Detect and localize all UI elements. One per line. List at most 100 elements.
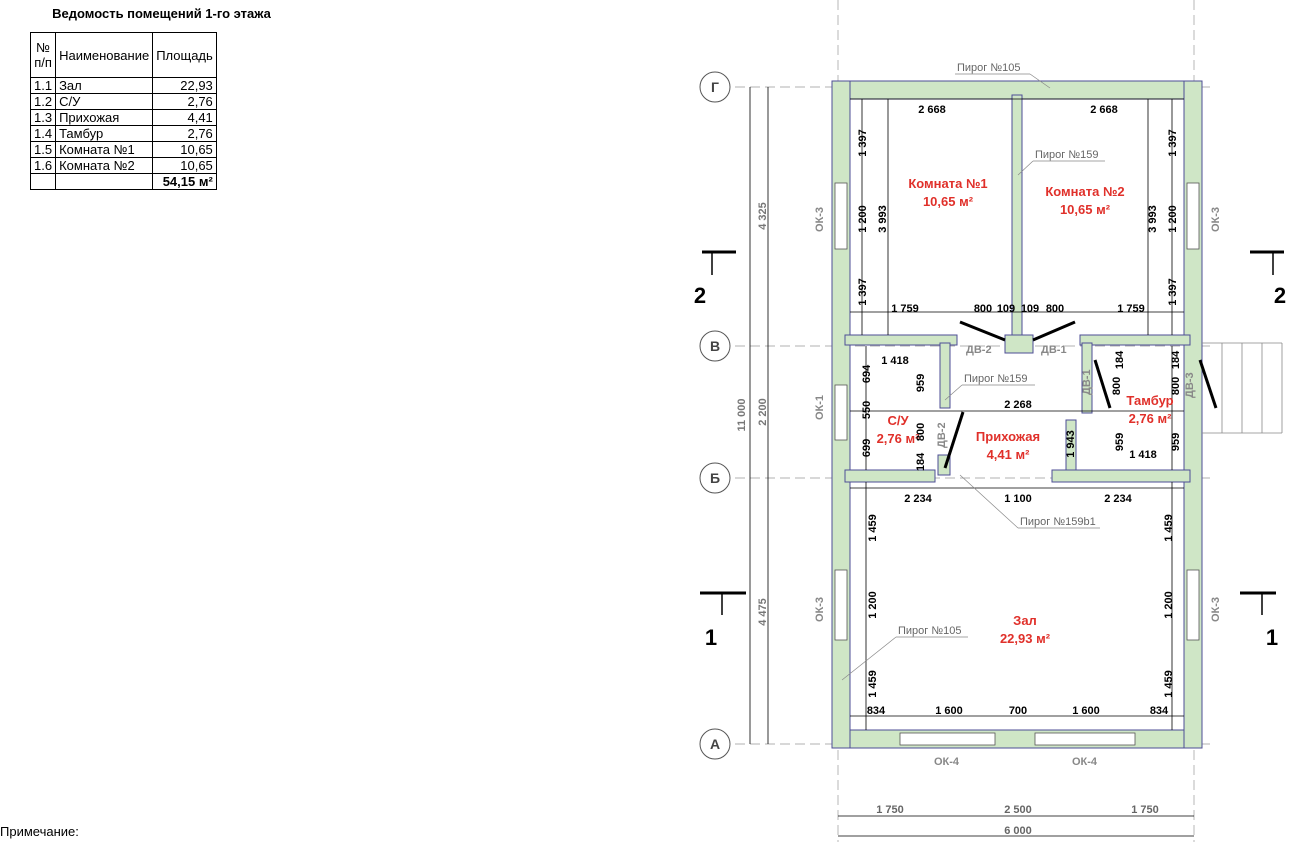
header-area: Площадь bbox=[152, 32, 217, 78]
dimension-label: 1 397 bbox=[857, 129, 869, 157]
dimension-label: 1 459 bbox=[867, 670, 879, 698]
room-name: Комната №1 bbox=[908, 176, 987, 191]
dimension-label: 1 397 bbox=[1167, 129, 1179, 157]
section-label: 1 bbox=[1266, 625, 1278, 650]
dimension-label: 800 bbox=[1111, 377, 1123, 395]
dimension-label: 1 750 bbox=[876, 804, 904, 816]
dimension-label: 959 bbox=[1114, 433, 1126, 451]
room-name: С/У bbox=[887, 413, 909, 428]
room-area: 10,65 м² bbox=[1060, 202, 1111, 217]
section-markers bbox=[700, 250, 1284, 595]
dimension-label: 1 200 bbox=[857, 205, 869, 233]
room-area: 2,76 м² bbox=[1129, 411, 1173, 426]
dimension-label: 3 993 bbox=[877, 205, 889, 233]
row-area: 2,76 bbox=[152, 125, 217, 142]
row-num: 1.1 bbox=[29, 77, 57, 94]
dimension-label: 1 397 bbox=[857, 278, 869, 306]
dimension-label: 1 418 bbox=[1129, 449, 1157, 461]
dimension-label: 959 bbox=[915, 374, 927, 392]
window-tag: ОК-3 bbox=[1210, 207, 1222, 232]
axis-bubbles bbox=[699, 71, 731, 760]
door-tag: ДВ-2 bbox=[966, 344, 992, 356]
dimension-label: 4 475 bbox=[757, 598, 769, 626]
dimension-label: 109 bbox=[1021, 303, 1039, 315]
dimension-label: 800 bbox=[1170, 377, 1182, 395]
dimension-label: 834 bbox=[867, 705, 886, 717]
dimension-label: 1 459 bbox=[1163, 514, 1175, 542]
window-tag: ОК-1 bbox=[814, 395, 826, 420]
dimension-label: 1 100 bbox=[1004, 493, 1032, 505]
dimension-label: 2 234 bbox=[904, 493, 932, 505]
dimension-label: 1 600 bbox=[1072, 705, 1100, 717]
schedule-header-row: № п/п Наименование Площадь bbox=[29, 32, 217, 78]
dimension-label: 1 200 bbox=[1163, 591, 1175, 619]
note-label: Примечание: bbox=[0, 824, 79, 839]
section-arrows bbox=[711, 252, 1274, 615]
door-tag: ДВ-3 bbox=[1184, 372, 1196, 398]
dimension-label: 1 759 bbox=[1117, 303, 1145, 315]
door-tag: ДВ-2 bbox=[936, 422, 948, 448]
axis-label: Б bbox=[710, 470, 720, 486]
room-name: Зал bbox=[1013, 613, 1037, 628]
row-name: Комната №2 bbox=[55, 157, 154, 174]
dimension-label: 184 bbox=[1170, 350, 1182, 369]
material-leader: Пирог №159b1 bbox=[1020, 516, 1096, 528]
dimension-label: 1 600 bbox=[935, 705, 963, 717]
room-area: 10,65 м² bbox=[923, 194, 974, 209]
room-name: Тамбур bbox=[1126, 393, 1173, 408]
row-name: Прихожая bbox=[55, 109, 154, 126]
dimension-label: 1 943 bbox=[1065, 430, 1077, 458]
material-leader: Пирог №159 bbox=[964, 373, 1028, 385]
material-leader: Пирог №159 bbox=[1035, 149, 1099, 161]
section-label: 2 bbox=[694, 283, 706, 308]
axis-label: А bbox=[710, 736, 720, 752]
dimension-label: 2 668 bbox=[918, 104, 946, 116]
door-tag: ДВ-1 bbox=[1081, 369, 1093, 395]
dimension-label: 699 bbox=[861, 439, 873, 457]
dimension-label: 2 668 bbox=[1090, 104, 1118, 116]
dimension-label: 1 750 bbox=[1131, 804, 1159, 816]
dimension-label: 550 bbox=[861, 401, 873, 419]
dimension-label: 800 bbox=[915, 423, 927, 441]
dimension-label: 184 bbox=[915, 452, 927, 471]
axis-label: Г bbox=[711, 79, 719, 95]
dimension-label: 694 bbox=[861, 364, 873, 383]
dimension-label: 184 bbox=[1114, 350, 1126, 369]
total-area: 54,15 м² bbox=[152, 173, 217, 190]
door-tag: ДВ-1 bbox=[1041, 344, 1067, 356]
window-tag: ОК-4 bbox=[934, 756, 960, 768]
section-label: 2 bbox=[1274, 283, 1286, 308]
dimension-label: 1 200 bbox=[1167, 205, 1179, 233]
dimension-label: 1 200 bbox=[867, 591, 879, 619]
material-leader: Пирог №105 bbox=[957, 62, 1021, 74]
header-num: № п/п bbox=[29, 32, 57, 78]
dimension-label: 1 759 bbox=[891, 303, 919, 315]
room-area: 22,93 м² bbox=[1000, 631, 1051, 646]
dimension-label: 3 993 bbox=[1147, 205, 1159, 233]
row-area: 2,76 bbox=[152, 93, 217, 110]
row-num: 1.2 bbox=[29, 93, 57, 110]
door-leaves bbox=[943, 320, 1218, 469]
dimension-label: 959 bbox=[1170, 433, 1182, 451]
dimension-label: 1 459 bbox=[867, 514, 879, 542]
dimension-label: 109 bbox=[997, 303, 1015, 315]
dimension-label: 834 bbox=[1150, 705, 1169, 717]
dimension-label: 4 325 bbox=[757, 202, 769, 230]
window-tag: ОК-3 bbox=[814, 207, 826, 232]
total-row: 54,15 м² bbox=[29, 173, 217, 190]
dimension-label: 2 234 bbox=[1104, 493, 1132, 505]
dimension-label: 800 bbox=[1046, 303, 1064, 315]
row-num: 1.3 bbox=[29, 109, 57, 126]
axis-label: В bbox=[710, 338, 720, 354]
porch-steps bbox=[1202, 342, 1283, 434]
section-label: 1 bbox=[705, 625, 717, 650]
schedule-title: Ведомость помещений 1-го этажа bbox=[52, 6, 271, 21]
window-tag: ОК-4 bbox=[1072, 756, 1098, 768]
room-area: 2,76 м² bbox=[877, 431, 921, 446]
material-leader: Пирог №105 bbox=[898, 625, 962, 637]
dimension-label: 11 000 bbox=[736, 398, 748, 431]
